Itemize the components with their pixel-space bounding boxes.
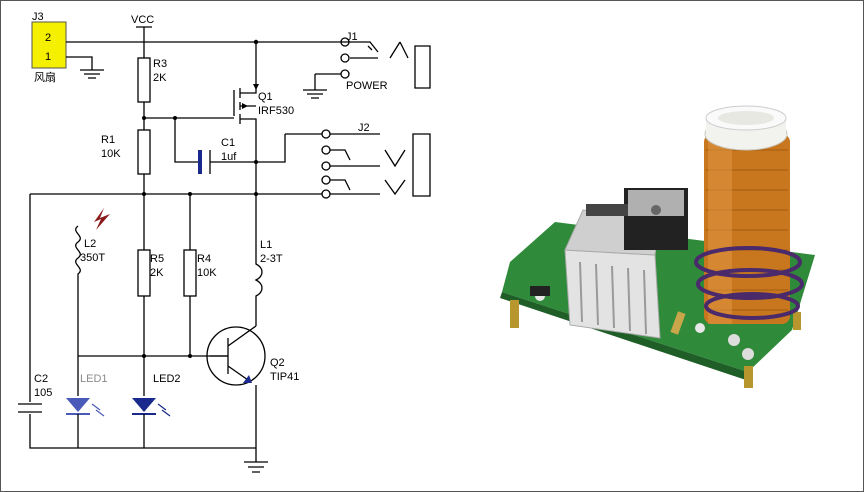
j3-pin2: 2 xyxy=(45,32,51,44)
spark-icon xyxy=(94,208,110,230)
l1-coil xyxy=(254,194,263,326)
q1-mosfet xyxy=(233,42,259,196)
r3-resistor xyxy=(137,57,151,103)
r1-label: R1 xyxy=(101,134,115,146)
vcc-symbol xyxy=(136,26,152,42)
r3-label: R3 xyxy=(153,58,167,70)
q2-transistor xyxy=(206,325,266,386)
c1-value: 1uf xyxy=(221,151,237,163)
q2-part: TIP41 xyxy=(270,371,299,383)
l2-coil xyxy=(75,225,81,356)
q2-label: Q2 xyxy=(270,357,285,369)
r5-resistor xyxy=(137,249,151,297)
r1-resistor xyxy=(137,129,151,175)
r1-value: 10K xyxy=(101,148,121,160)
j3-ground-icon xyxy=(80,69,104,79)
r3-value: 2K xyxy=(153,72,167,84)
j1-label: J1 xyxy=(346,31,358,43)
c2-capacitor xyxy=(18,403,42,413)
vcc-label: VCC xyxy=(131,14,154,26)
main-ground-icon xyxy=(244,455,268,473)
q1-label: Q1 xyxy=(258,91,273,103)
l2-value: 350T xyxy=(80,252,105,264)
l2-label: L2 xyxy=(84,238,96,250)
j3-connector xyxy=(31,21,67,69)
j3-ground-wire xyxy=(66,56,93,70)
j3-label: J3 xyxy=(32,11,44,23)
r5-label: R5 xyxy=(150,253,164,265)
led1-diode xyxy=(66,398,105,417)
j2-output-jack xyxy=(285,129,431,199)
r4-value: 10K xyxy=(197,267,217,279)
power-label: POWER xyxy=(346,80,388,92)
q1-part: IRF530 xyxy=(258,105,294,117)
r5-value: 2K xyxy=(150,267,164,279)
j2-label: J2 xyxy=(358,122,370,134)
l1-value: 2-3T xyxy=(260,253,283,265)
led2-label: LED2 xyxy=(153,373,181,385)
c1-label: C1 xyxy=(221,137,235,149)
led2-diode xyxy=(132,398,171,417)
r4-resistor xyxy=(183,249,197,297)
c2-value: 105 xyxy=(34,387,52,399)
l1-label: L1 xyxy=(260,239,272,251)
j1-power-jack xyxy=(314,37,431,90)
c2-label: C2 xyxy=(34,373,48,385)
j1-ground-icon xyxy=(303,89,327,99)
r4-label: R4 xyxy=(197,253,211,265)
j3-pin1: 1 xyxy=(45,51,51,63)
j3-name: 风扇 xyxy=(34,70,56,84)
led1-label: LED1 xyxy=(80,373,108,385)
